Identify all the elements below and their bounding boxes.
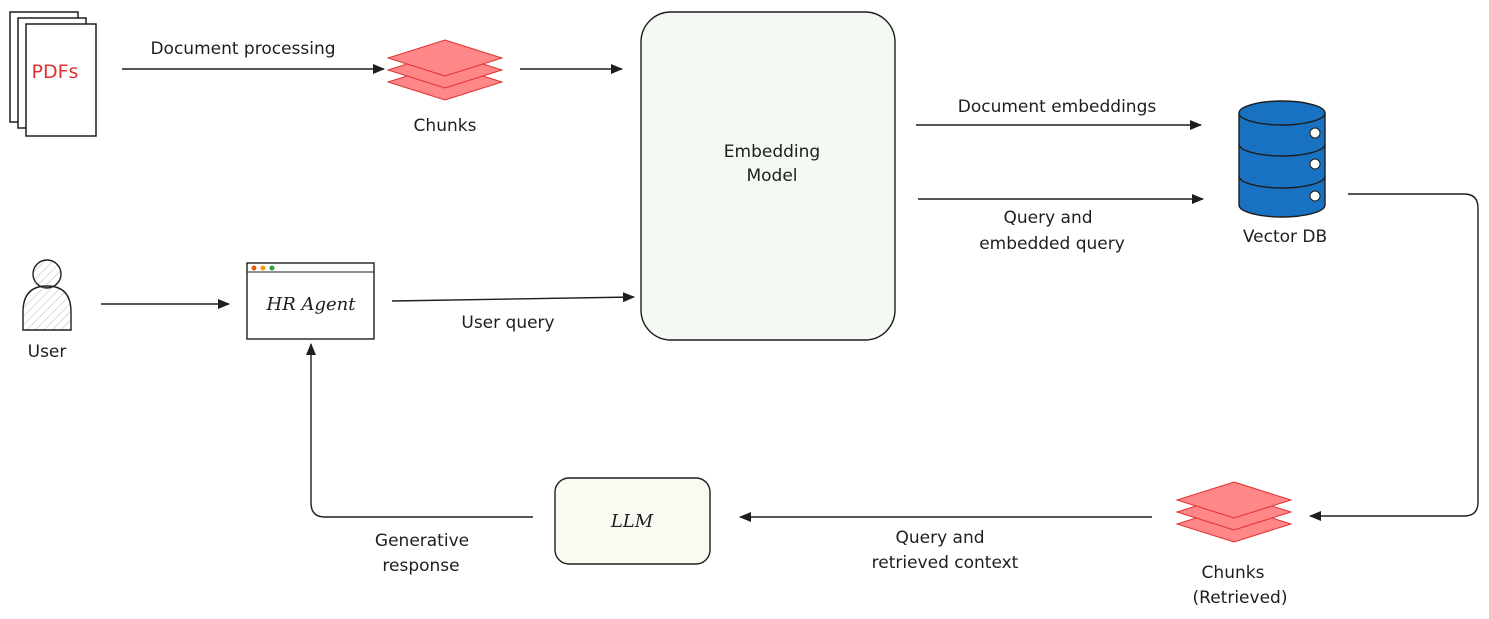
- window-minimize-dot-icon: [260, 265, 266, 271]
- embedding-model-label-line2: Model: [746, 166, 797, 186]
- retrieved-chunks-label-line1: Chunks: [1202, 563, 1265, 583]
- hr-agent-label: HR Agent: [266, 294, 357, 315]
- generative-response-label-line2: response: [382, 556, 459, 576]
- vector-db-label: Vector DB: [1243, 227, 1327, 247]
- query-embedded-label-line1: Query and: [1003, 208, 1092, 228]
- llm-label: LLM: [610, 511, 654, 532]
- llm-node: LLM: [554, 477, 711, 565]
- pdfs-node: PDFs: [9, 11, 97, 137]
- window-maximize-dot-icon: [269, 265, 275, 271]
- generative-response-arrow: [306, 343, 533, 518]
- document-processing-label: Document processing: [150, 39, 335, 59]
- chunks-stack-icon: [386, 39, 504, 101]
- embedding-model-label-line1: Embedding: [724, 142, 820, 162]
- vector-db-to-retrieved-chunks-arrow: [1309, 193, 1479, 521]
- vector-db-icon: [1238, 100, 1326, 218]
- user-query-label: User query: [461, 313, 554, 333]
- generative-response-label-line1: Generative: [375, 531, 469, 551]
- user-query-arrow: [391, 292, 635, 303]
- query-embedded-label-line2: embedded query: [979, 234, 1125, 254]
- retrieved-chunks-stack-icon: [1175, 481, 1293, 543]
- window-close-dot-icon: [251, 265, 257, 271]
- retrieved-chunks-label-line2: (Retrieved): [1193, 588, 1288, 608]
- document-embeddings-label: Document embeddings: [958, 97, 1157, 117]
- user-icon: [22, 259, 72, 331]
- embedding-model-node: Embedding Model: [640, 11, 896, 341]
- query-retrieved-label-line2: retrieved context: [872, 553, 1019, 573]
- query-retrieved-label-line1: Query and: [895, 528, 984, 548]
- chunks-label: Chunks: [414, 116, 477, 136]
- user-label: User: [28, 342, 67, 362]
- hr-agent-window: HR Agent: [246, 262, 375, 340]
- pdfs-label: PDFs: [32, 61, 79, 83]
